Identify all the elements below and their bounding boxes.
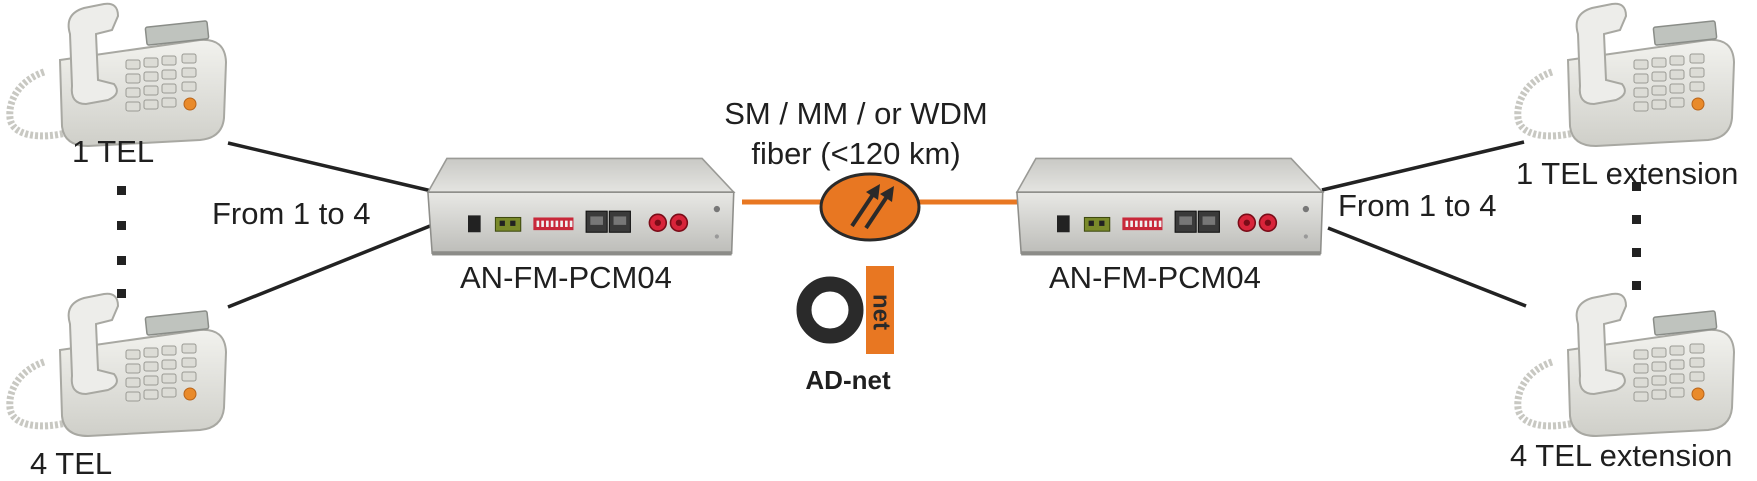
right-link-bottom bbox=[1327, 226, 1527, 308]
right-top-phone-icon bbox=[1518, 4, 1734, 146]
right-device-icon bbox=[1016, 157, 1324, 257]
right-bottom-phone-icon bbox=[1518, 294, 1734, 436]
left-link-bottom bbox=[227, 224, 431, 309]
right-phone-top-label: 1 TEL extension bbox=[1516, 156, 1739, 191]
left-phone-bottom-label: 4 TEL bbox=[30, 446, 113, 481]
right-device-model-label: AN-FM-PCM04 bbox=[1049, 260, 1261, 295]
left-bottom-phone-icon bbox=[10, 294, 226, 436]
logo-mark-text: net bbox=[868, 294, 895, 330]
right-ellipsis-dots bbox=[1632, 182, 1641, 290]
fiber-label-line2: fiber (<120 km) bbox=[751, 136, 961, 171]
left-ellipsis-dots bbox=[117, 186, 126, 298]
logo-brand-name: AD-net bbox=[805, 365, 891, 395]
adnet-logo: net AD-net bbox=[796, 266, 895, 395]
left-link-top bbox=[227, 141, 437, 194]
fiber-label-line1: SM / MM / or WDM bbox=[724, 96, 988, 131]
right-link-top bbox=[1321, 140, 1525, 192]
fiber-symbol-icon bbox=[819, 172, 921, 242]
right-phone-bottom-label: 4 TEL extension bbox=[1510, 438, 1733, 473]
left-range-label: From 1 to 4 bbox=[212, 196, 371, 231]
left-phone-top-label: 1 TEL bbox=[72, 134, 155, 169]
left-device-model-label: AN-FM-PCM04 bbox=[460, 260, 672, 295]
right-range-label: From 1 to 4 bbox=[1338, 188, 1497, 223]
left-top-phone-icon bbox=[10, 4, 226, 146]
